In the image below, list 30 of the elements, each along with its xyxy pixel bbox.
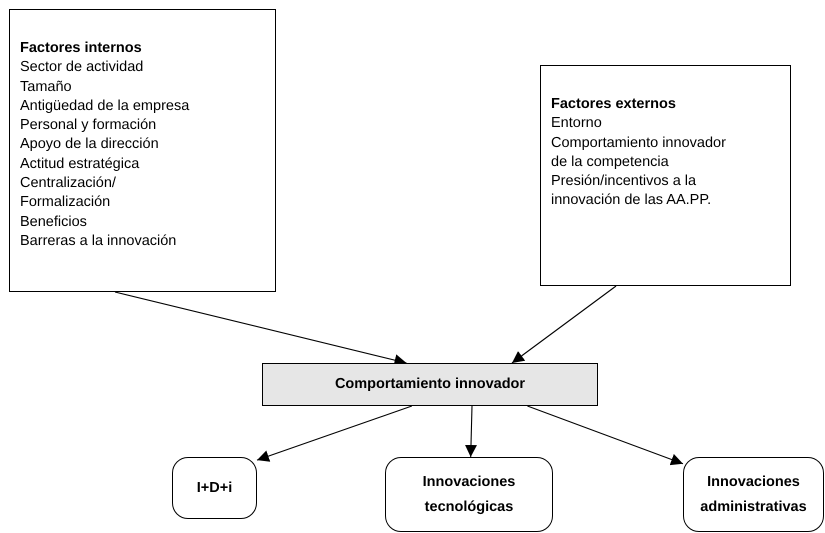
outcome-box bbox=[385, 457, 553, 532]
factor-box bbox=[9, 9, 276, 292]
node-label: Comportamiento innovador bbox=[334, 374, 526, 394]
list-item: Entorno bbox=[551, 114, 602, 134]
factor-box bbox=[540, 65, 791, 286]
node-label: Innovaciones administrativas bbox=[699, 472, 808, 516]
process-box bbox=[262, 363, 598, 406]
list-item: Tamaño bbox=[20, 78, 72, 97]
list-item: Barreras a la innovación bbox=[20, 232, 176, 251]
list-item: Comportamiento innovador de la competencia bbox=[551, 134, 727, 172]
node-label: Innovaciones tecnológicas bbox=[422, 472, 516, 516]
heading: Factores internos bbox=[20, 39, 142, 58]
arrow bbox=[465, 406, 477, 458]
outcome-box bbox=[172, 457, 257, 519]
arrow bbox=[512, 286, 616, 364]
outcome-box bbox=[683, 457, 824, 532]
node-label: I+D+i bbox=[196, 478, 232, 498]
list-item: Antigüedad de la empresa bbox=[20, 96, 190, 116]
list-item: Beneficios bbox=[20, 212, 87, 232]
list-item: Presión/incentivos a la innovación de las AA.PP. bbox=[551, 172, 712, 210]
arrow bbox=[114, 291, 407, 366]
list-item: Actitud estratégica bbox=[20, 154, 140, 174]
list-item: Centralización/ bbox=[20, 174, 116, 194]
list-item: Formalización bbox=[20, 193, 110, 212]
heading: Factores externos bbox=[551, 95, 676, 114]
arrow bbox=[527, 405, 684, 466]
list-item: Personal y formación bbox=[20, 116, 156, 136]
list-item: Apoyo de la dirección bbox=[20, 135, 159, 154]
list-item: Sector de actividad bbox=[20, 58, 144, 78]
arrow bbox=[256, 405, 412, 462]
